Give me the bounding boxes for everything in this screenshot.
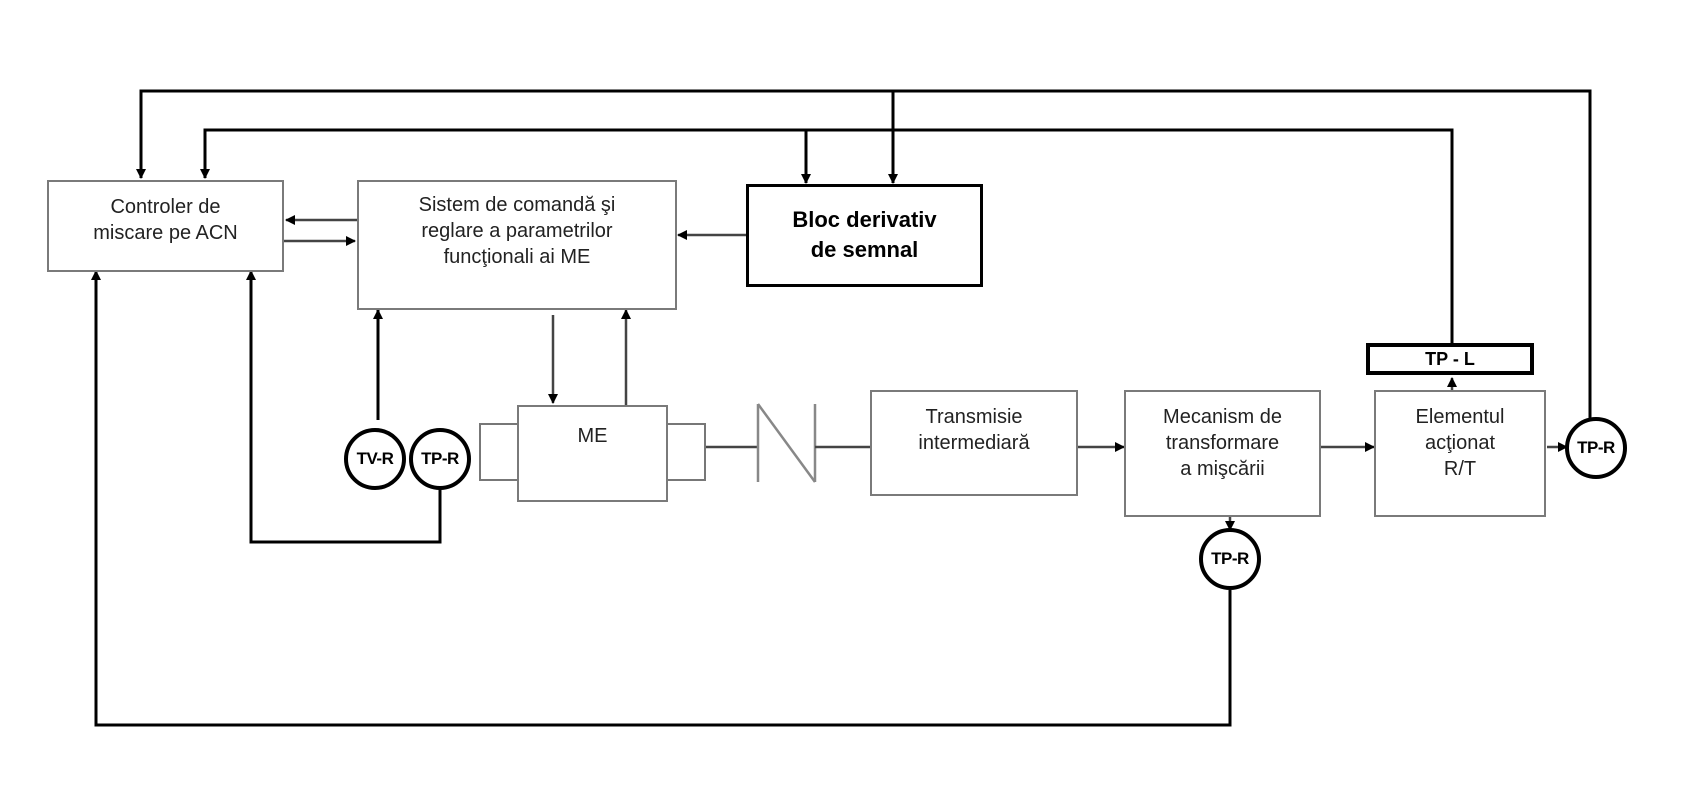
motor-left-flange bbox=[479, 423, 519, 481]
tp-r-output-sensor: TP-R bbox=[1565, 417, 1627, 479]
tp-l-sensor: TP - L bbox=[1366, 343, 1534, 375]
motor-right-flange bbox=[666, 423, 706, 481]
element-line-1: Elementul bbox=[1415, 406, 1505, 428]
tp-r-output-label: TP-R bbox=[1577, 438, 1615, 457]
tp-r-mechanism-label: TP-R bbox=[1211, 549, 1249, 568]
feedback-line-tpl-to-controller bbox=[200, 128, 1454, 343]
feedback-line-output-to-controller bbox=[136, 89, 1592, 447]
tv-r-sensor: TV-R bbox=[344, 428, 406, 490]
driven-element-block: Elementul acţionat R/T bbox=[1374, 390, 1546, 517]
controller-block: Controler de miscare pe ACN bbox=[47, 180, 284, 272]
mechanism-line-3: a mişcării bbox=[1180, 458, 1265, 480]
motor-label: ME bbox=[577, 425, 608, 447]
controller-line-2: miscare pe ACN bbox=[93, 222, 238, 244]
feedback-line-mechanism-to-controller bbox=[91, 270, 1232, 727]
transmission-line-2: intermediară bbox=[918, 432, 1030, 454]
command-system-block: Sistem de comandă şi reglare a parametri… bbox=[357, 180, 677, 310]
derivative-line-1: Bloc derivativ bbox=[792, 207, 937, 232]
tv-r-label: TV-R bbox=[356, 449, 394, 468]
command-line-3: funcţionali ai ME bbox=[443, 246, 591, 268]
tp-r-motor-sensor: TP-R bbox=[409, 428, 471, 490]
element-line-3: R/T bbox=[1443, 458, 1477, 480]
tp-r-mechanism-sensor: TP-R bbox=[1199, 528, 1261, 590]
command-line-1: Sistem de comandă şi bbox=[418, 194, 616, 216]
coupling-diagonal bbox=[756, 403, 817, 483]
mechanism-line-1: Mecanism de bbox=[1163, 406, 1282, 428]
transmission-line-1: Transmisie bbox=[925, 406, 1023, 428]
derivative-block: Bloc derivativ de semnal bbox=[746, 184, 983, 287]
command-line-2: reglare a parametrilor bbox=[421, 220, 613, 242]
mechanism-line-2: transformare bbox=[1165, 432, 1280, 454]
transformation-mechanism-block: Mecanism de transformare a mişcării bbox=[1124, 390, 1321, 517]
controller-line-1: Controler de bbox=[110, 196, 221, 218]
element-line-2: acţionat bbox=[1424, 432, 1496, 454]
feedback-line-motor-tpr-to-controller bbox=[246, 270, 442, 544]
motor-block: ME bbox=[517, 405, 668, 502]
tp-r-motor-label: TP-R bbox=[421, 449, 459, 468]
tp-l-label: TP - L bbox=[1425, 349, 1475, 369]
intermediate-transmission-block: Transmisie intermediară bbox=[870, 390, 1078, 496]
derivative-line-2: de semnal bbox=[810, 237, 919, 262]
